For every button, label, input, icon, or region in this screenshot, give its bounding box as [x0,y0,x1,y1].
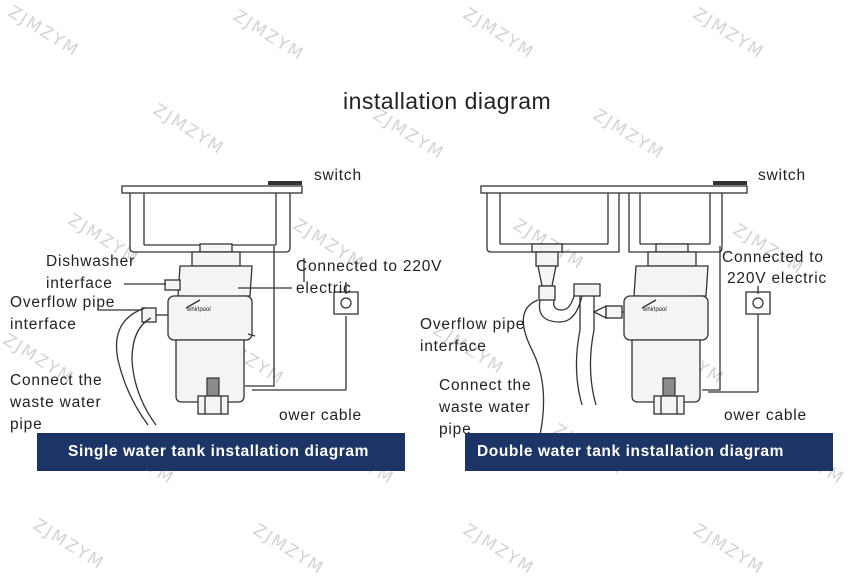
single-brand-logo: whirlpool [187,307,211,313]
single-waste-label: Connect the [10,372,103,389]
single-connected-label: Connected to 220V [296,258,443,275]
single-wiring [238,246,359,391]
double-switch-label: switch [758,167,806,184]
single-connected-label: electric [296,280,352,297]
double-overflow-label: interface [420,338,487,355]
double-waste-label: Connect the [439,377,532,394]
double-wiring [702,246,771,393]
double-overflow-label: Overflow pipe [420,316,526,333]
diagram-title: installation diagram [343,88,552,114]
single-disposer [141,243,253,415]
double-disposer [623,243,709,415]
single-waste-label: waste water [10,394,102,411]
double-cable-label: ower cable [724,407,807,424]
double-waste-label: waste water [439,399,531,416]
double-tank-sink [480,181,748,253]
single-waste-label: pipe [10,416,43,433]
dishwasher-label: interface [46,275,113,292]
single-overflow-label: Overflow pipe [10,294,116,311]
double-pipes [522,283,630,436]
single-pipes [115,307,256,426]
double-brand-logo: whirlpool [643,307,667,313]
single-switch-label: switch [314,167,362,184]
double-tank-banner: Double water tank installation diagram [465,433,833,471]
double-connected-label: Connected to [722,249,824,266]
single-cable-label: ower cable [279,407,362,424]
single-tank-banner: Single water tank installation diagram [37,433,405,471]
double-connected-label: 220V electric [727,270,828,287]
single-tank-sink [121,181,303,253]
double-strainer [531,243,563,301]
single-overflow-label: interface [10,316,77,333]
dishwasher-label: Dishwasher [46,253,135,270]
double-waste-label: pipe [439,421,472,438]
